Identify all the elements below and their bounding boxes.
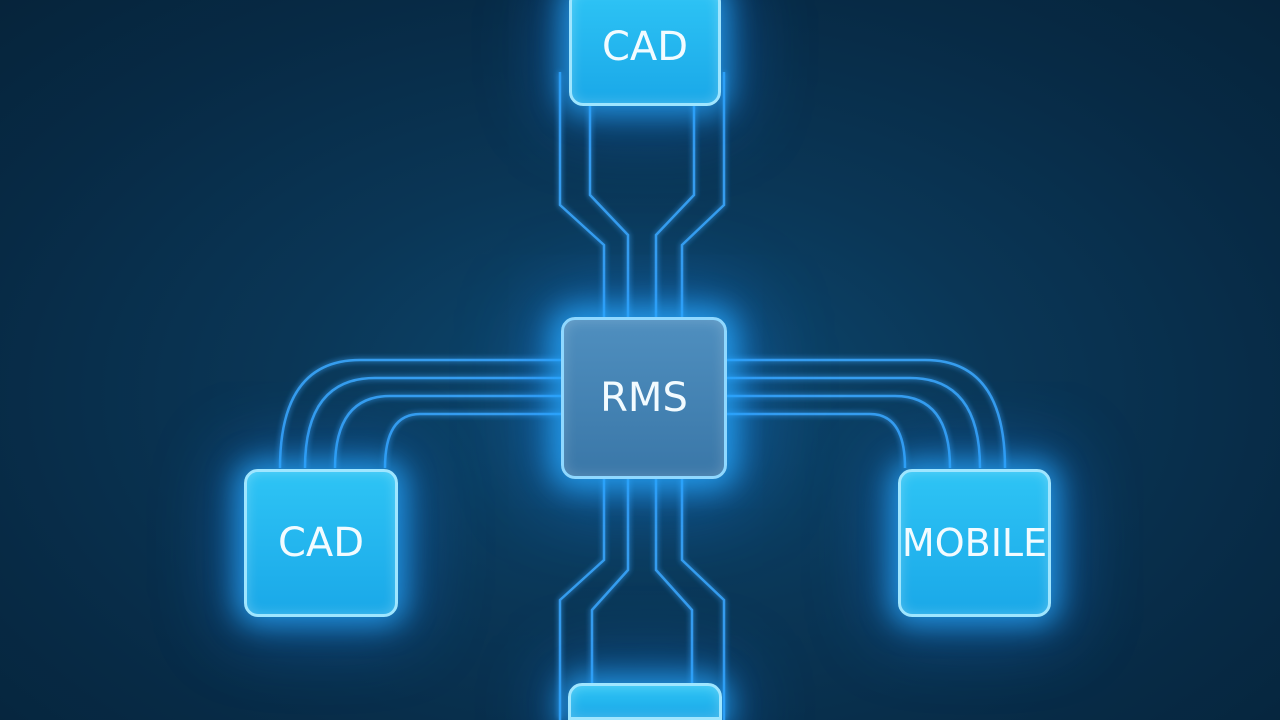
connector-top-3	[654, 104, 696, 318]
connector-bottom-2	[590, 478, 630, 690]
connector-right-4	[726, 412, 907, 469]
connector-right-3	[726, 394, 952, 469]
node-mobile-label: MOBILE	[901, 521, 1048, 565]
node-cad-left: CAD	[244, 469, 398, 617]
node-cad-top: CAD	[569, 0, 721, 106]
connector-right-1	[726, 358, 1007, 469]
node-cad-top-label: CAD	[601, 24, 689, 70]
node-rms-hub: RMS	[561, 317, 727, 479]
connector-left-3	[333, 394, 562, 469]
connector-left-1	[278, 358, 562, 469]
node-mobile: MOBILE	[898, 469, 1051, 617]
node-cad-left-label: CAD	[277, 520, 365, 566]
connector-bottom-3	[654, 478, 694, 690]
connector-top-2	[588, 104, 630, 318]
node-bottom	[568, 683, 722, 720]
connector-bottom-4	[680, 478, 726, 720]
connector-top-4	[680, 72, 726, 318]
connector-bottom-1	[558, 478, 606, 720]
connector-top-1	[558, 72, 606, 318]
node-rms-label: RMS	[600, 375, 688, 421]
connector-left-4	[383, 412, 562, 469]
connector-right-2	[726, 376, 982, 469]
connector-left-2	[303, 376, 562, 469]
